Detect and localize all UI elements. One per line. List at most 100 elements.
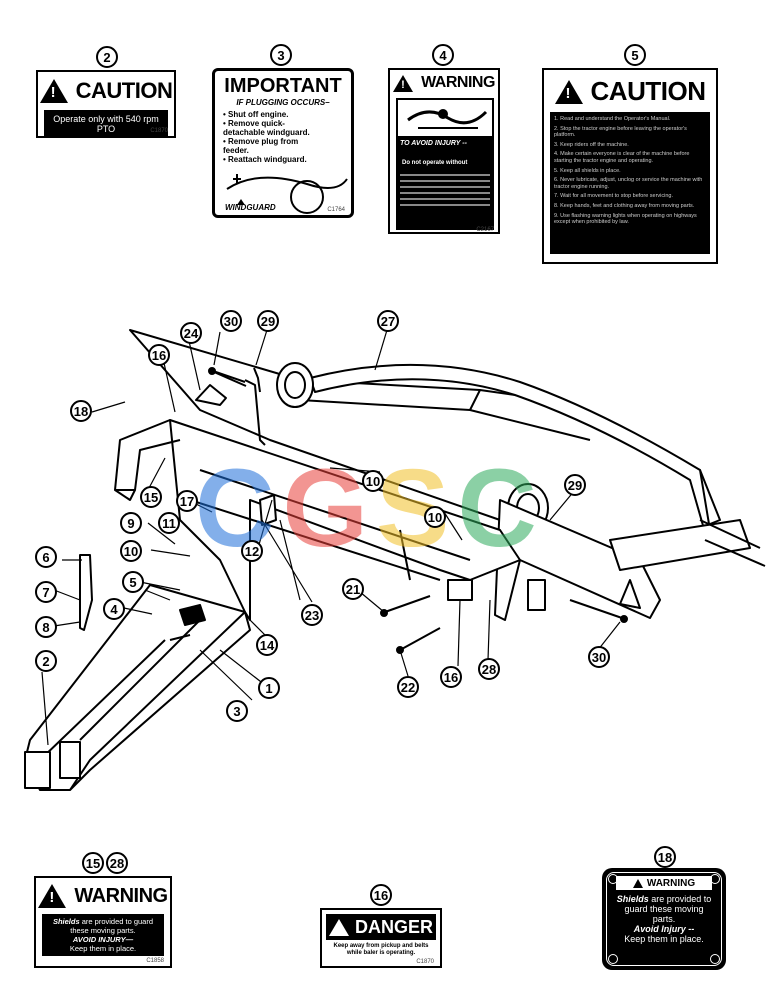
decal-emphasis: Shields xyxy=(52,917,80,926)
callout-30: 30 xyxy=(220,310,242,332)
callout-27: 27 xyxy=(377,310,399,332)
decal-title: CAUTION xyxy=(590,76,706,106)
callout-23: 23 xyxy=(301,604,323,626)
decal-notice: Do not operate without xyxy=(402,160,468,166)
decal-code: C1870 xyxy=(416,959,434,965)
caution-item: 3. Keep riders off the machine. xyxy=(554,141,629,148)
decal-item: • Remove plug from feeder. xyxy=(223,137,299,155)
callout-2: 2 xyxy=(96,46,118,68)
warning-triangle-icon xyxy=(38,884,67,908)
caution-item: 8. Keep hands, feet and clothing away fr… xyxy=(554,202,695,209)
callout-28: 28 xyxy=(478,658,500,680)
watermark-letter: S xyxy=(376,447,458,570)
tongue xyxy=(24,584,251,791)
ring-left xyxy=(276,362,314,408)
decal-title: IMPORTANT xyxy=(224,75,342,97)
decal-title: WARNING xyxy=(646,877,696,889)
caution-item: 1. Read and understand the Operator's Ma… xyxy=(554,116,671,122)
warning-triangle-icon xyxy=(632,878,643,888)
callout-9: 9 xyxy=(120,512,142,534)
decal-plate-warning: WARNING Shields are provided to guard th… xyxy=(602,868,726,970)
decal-line: Keep them in place. xyxy=(69,944,137,953)
callout-16: 16 xyxy=(370,884,392,906)
warning-triangle-icon xyxy=(554,79,583,104)
callout-6: 6 xyxy=(35,546,57,568)
caution-item: 5. Keep all shields in place. xyxy=(554,167,621,174)
callout-29: 29 xyxy=(564,474,586,496)
decal-title: WARNING xyxy=(74,884,168,907)
callout-11: 11 xyxy=(158,512,180,534)
rivet-icon xyxy=(710,954,720,964)
decal-item: • Remove quick-detachable windguard. xyxy=(223,119,310,137)
decal-title: DANGER xyxy=(354,916,433,937)
decal-danger-pickup: DANGER Keep away from pickup and belts w… xyxy=(320,908,442,968)
callout-10: 10 xyxy=(424,506,446,528)
decal-important-plugging: IMPORTANT IF PLUGGING OCCURS– • Shut off… xyxy=(212,68,354,218)
decal-caution-pto: CAUTION Operate only with 540 rpm PTO C1… xyxy=(36,70,176,138)
callout-21: 21 xyxy=(342,578,364,600)
callout-18: 18 xyxy=(654,846,676,868)
callout-12: 12 xyxy=(241,540,263,562)
callout-5: 5 xyxy=(624,44,646,66)
decal-text: Operate only with 540 rpm PTO xyxy=(44,110,168,138)
decal-code: C1858 xyxy=(146,958,164,964)
decal-line: are provided to guard these moving parts… xyxy=(624,894,712,924)
caution-item: 6. Never lubricate, adjust, unclog or se… xyxy=(554,177,703,190)
caution-item: 4. Make certain everyone is clear of the… xyxy=(554,151,690,164)
decal-code: C2167 xyxy=(476,227,494,233)
decal-emphasis: Shields xyxy=(616,894,649,904)
callout-10: 10 xyxy=(362,470,384,492)
decal-line: are provided to guard these moving parts… xyxy=(70,917,154,935)
decal-item: • Reattach windguard. xyxy=(223,155,307,164)
callout-22: 22 xyxy=(397,676,419,698)
decal-title: WARNING xyxy=(421,74,495,91)
decal-avoid: Avoid Injury -- xyxy=(633,924,695,934)
decal-title: CAUTION xyxy=(75,78,173,103)
caution-item: 2. Stop the tractor engine before leavin… xyxy=(554,125,687,139)
callout-30: 30 xyxy=(588,646,610,668)
warning-triangle-icon xyxy=(39,79,68,103)
watermark-letter: C xyxy=(195,447,283,570)
decal-caution-list: CAUTION 1. Read and understand the Opera… xyxy=(542,68,718,264)
callout-10: 10 xyxy=(120,540,142,562)
callout-2: 2 xyxy=(35,650,57,672)
frame-cross-member xyxy=(169,419,521,621)
callout-5: 5 xyxy=(122,571,144,593)
decal-avoid: AVOID INJURY— xyxy=(72,935,134,944)
callout-1: 1 xyxy=(258,677,280,699)
decal-item: • Shut off engine. xyxy=(223,110,289,119)
callout-15: 15 xyxy=(82,852,104,874)
callout-15: 15 xyxy=(140,486,162,508)
callout-7: 7 xyxy=(35,581,57,603)
decal-code: C1870 xyxy=(150,128,168,134)
callout-3: 3 xyxy=(226,700,248,722)
watermark-letter: G xyxy=(282,447,377,570)
warning-triangle-icon xyxy=(393,74,414,92)
callout-16: 16 xyxy=(148,344,170,366)
callout-28: 28 xyxy=(106,852,128,874)
callout-4: 4 xyxy=(432,44,454,66)
caution-item: 7. Wait for all movement to stop before … xyxy=(554,193,674,200)
decal-warning-injury: WARNING TO AVOID INJURY -- Do not operat… xyxy=(388,68,500,234)
decal-code: C1764 xyxy=(327,207,345,213)
caution-item: 9. Use flashing warning lights when oper… xyxy=(554,212,697,226)
decal-line: Keep them in place. xyxy=(624,934,704,944)
callout-4: 4 xyxy=(103,598,125,620)
callout-17: 17 xyxy=(176,490,198,512)
callout-16: 16 xyxy=(440,666,462,688)
callout-8: 8 xyxy=(35,616,57,638)
callout-24: 24 xyxy=(180,322,202,344)
decal-label: WINDGUARD xyxy=(225,203,276,212)
callout-14: 14 xyxy=(256,634,278,656)
decal-text: Keep away from pickup and belts while ba… xyxy=(333,943,429,956)
rivet-icon xyxy=(608,954,618,964)
decal-subtitle: IF PLUGGING OCCURS– xyxy=(236,98,330,107)
danger-triangle-icon xyxy=(328,918,349,936)
callout-3: 3 xyxy=(270,44,292,66)
decal-avoid: TO AVOID INJURY -- xyxy=(400,140,467,147)
watermark-letter: C xyxy=(457,447,545,570)
windguard-illustration-icon xyxy=(226,174,348,214)
callout-18: 18 xyxy=(70,400,92,422)
decal-warning-shields: WARNING Shields are provided to guard th… xyxy=(34,876,172,968)
